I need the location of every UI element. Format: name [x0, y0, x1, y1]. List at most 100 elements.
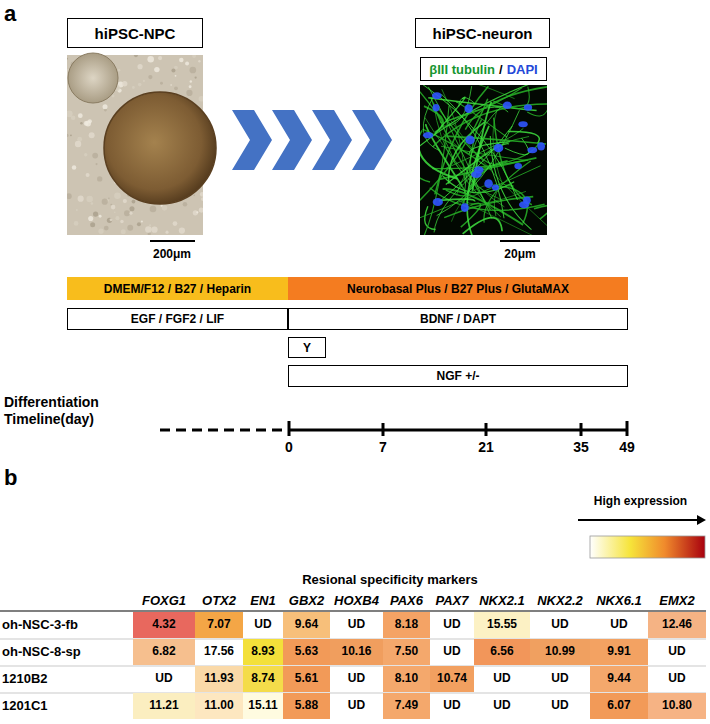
small-neurosphere — [68, 53, 118, 103]
cell-speck — [70, 134, 72, 136]
neurite — [493, 110, 503, 185]
expression-value: 9.91 — [590, 639, 648, 665]
chevron — [312, 110, 352, 170]
cell-speck — [149, 224, 151, 226]
node-text: hiPSC-neuron — [433, 25, 533, 42]
expression-value: UD — [330, 693, 383, 719]
sample-name: oh-NSC-3-fb — [2, 612, 132, 638]
expression-value: 7.49 — [383, 693, 430, 719]
cell-speck — [72, 165, 76, 169]
cell-speck — [175, 75, 177, 77]
cell-speck — [86, 196, 93, 203]
cell-speck — [92, 153, 98, 159]
nucleus — [465, 135, 474, 144]
stage-box: hiPSC-NPC — [67, 18, 203, 48]
cell-speck — [129, 212, 132, 215]
node-text: DAPI — [507, 62, 538, 77]
expression-value: 6.07 — [590, 693, 648, 719]
scale-bar-label: 200μm — [137, 246, 207, 264]
stain-label-box: βIII tubulin/DAPI — [420, 57, 547, 81]
expression-value: UD — [648, 639, 706, 665]
cell-speck — [189, 85, 192, 88]
cell-speck — [93, 211, 98, 216]
neurite — [447, 88, 522, 121]
nucleus — [461, 203, 469, 212]
cell-speck — [104, 226, 109, 231]
neurite — [494, 186, 513, 216]
neurite — [459, 200, 538, 235]
expression-value: 5.61 — [283, 666, 330, 692]
gene-header: PAX7 — [430, 592, 474, 610]
cell-speck — [114, 212, 116, 214]
expression-value: 8.18 — [383, 612, 430, 638]
cell-speck — [193, 210, 198, 215]
tick — [580, 423, 583, 436]
expression-value: UD — [474, 693, 530, 719]
neurite — [420, 92, 443, 123]
cell-speck — [118, 69, 121, 72]
cell-speck — [111, 205, 116, 210]
expression-value: 8.93 — [243, 639, 283, 665]
gene-header: EMX2 — [648, 592, 706, 610]
nucleus — [519, 201, 529, 208]
cell-speck — [179, 58, 184, 63]
factor-box: EGF / FGF2 / LIF — [67, 308, 288, 330]
neurite — [484, 161, 531, 223]
cell-speck — [137, 222, 141, 226]
expression-value: 6.82 — [133, 639, 195, 665]
medium-bar: Neurobasal Plus / B27 Plus / GlutaMAX — [288, 277, 628, 300]
cell-speck — [114, 192, 121, 199]
nucleus — [433, 104, 440, 111]
cell-speck — [198, 60, 200, 62]
cell-speck — [103, 104, 108, 109]
cell-speck — [107, 218, 112, 223]
expression-value: UD — [133, 666, 195, 692]
cell-speck — [76, 209, 78, 211]
neurite — [534, 206, 547, 220]
timeline-axis — [160, 421, 628, 436]
neurite — [463, 218, 502, 234]
tick-label: 0 — [269, 439, 309, 457]
expression-value: 15.11 — [243, 693, 283, 719]
cell-speck — [179, 227, 185, 233]
cell-speck — [158, 56, 162, 60]
cell-speck — [90, 222, 95, 227]
nucleus — [503, 102, 512, 110]
cell-speck — [171, 68, 175, 72]
cell-speck — [183, 202, 188, 207]
gene-header: FOXG1 — [133, 592, 195, 610]
cell-speck — [102, 199, 108, 205]
scale-bar-label: 20μm — [485, 246, 555, 264]
factor-box: NGF +/- — [288, 365, 628, 387]
table-rule — [0, 610, 706, 611]
cell-speck — [190, 80, 192, 82]
cell-speck — [192, 55, 196, 58]
chevron-arrows — [232, 110, 392, 170]
chevron — [232, 110, 272, 170]
tick — [288, 421, 291, 436]
expression-value: UD — [330, 666, 383, 692]
expression-value: UD — [530, 693, 590, 719]
arrow-head — [697, 515, 706, 525]
node-text: βIII tubulin — [429, 62, 495, 77]
cell-speck — [96, 163, 98, 165]
node-text: EGF / FGF2 / LIF — [131, 312, 224, 326]
tick-label: 35 — [561, 439, 601, 457]
expression-value: 7.07 — [195, 612, 243, 638]
cell-speck — [174, 86, 178, 90]
factor-box: Y — [288, 337, 326, 358]
neuron-photo — [411, 80, 552, 238]
gene-header: GBX2 — [283, 592, 330, 610]
expression-value: UD — [530, 666, 590, 692]
panel-letter: b — [4, 464, 30, 492]
expression-value: UD — [430, 639, 474, 665]
cell-speck — [67, 58, 68, 60]
cell-speck — [190, 67, 197, 74]
nucleus — [514, 163, 522, 169]
expression-value: 10.16 — [330, 639, 383, 665]
cell-speck — [150, 206, 157, 213]
cell-speck — [85, 121, 91, 127]
cell-speck — [74, 221, 79, 226]
cell-speck — [141, 220, 143, 222]
cell-speck — [173, 221, 178, 226]
